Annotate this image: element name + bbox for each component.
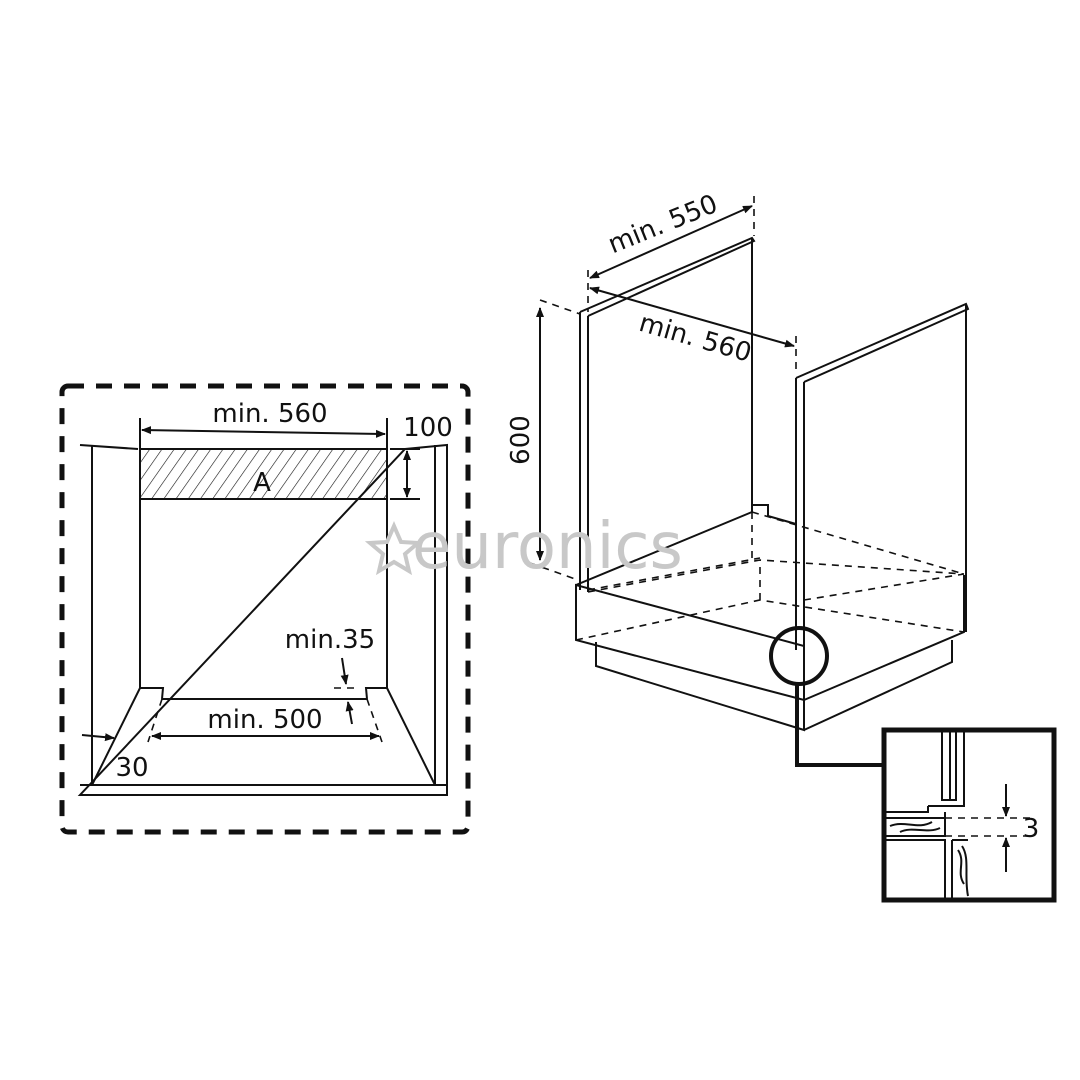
gap-arrow-top [340,657,349,685]
star-icon [364,521,424,576]
detail-circle [769,626,829,686]
side-gap-label: 30 [115,753,148,783]
width-label: min. 560 [212,399,327,429]
gap-label: min.35 [285,625,375,655]
right-wall [386,445,436,785]
left-side-panel [579,236,756,592]
height-label: 600 [506,415,536,465]
detail-frame [881,727,1057,903]
front-cabinet-view: A min. 560 100 min.35 min. 500 30 [59,383,471,835]
watermark-text: euronics [412,510,683,584]
bottom-shelf [575,504,797,586]
detail-gap-label: 3 [1023,814,1040,844]
plinth-right [803,575,965,701]
width-dimension-arrow [141,426,386,438]
gap-arrow-bottom [345,701,354,725]
side-gap-arrow [81,733,115,742]
right-side-panel [795,302,970,650]
width-dimension-arrow [589,286,795,348]
depth-dimension-arrow [589,205,753,279]
bottom-width-label: min. 500 [207,705,322,735]
inner-floor-right [364,687,436,786]
panel-hidden-dashes [587,557,965,601]
detail-inset: 3 [881,727,1057,903]
plinth-dashed [575,560,965,641]
left-wall [91,445,141,785]
depth-label: min. 550 [604,189,722,260]
height-label: 100 [403,413,453,443]
plinth-lower [595,640,953,732]
inner-floor-left [91,687,165,786]
cabinet-outline [77,443,448,796]
watermark: euronics [364,510,683,584]
area-a-label: A [253,468,271,498]
height-extension-bottom [529,562,579,581]
detail-leader [795,684,884,767]
height-extension-top [539,299,581,315]
ventilation-area-a [139,448,388,500]
dashed-frame [59,383,471,835]
